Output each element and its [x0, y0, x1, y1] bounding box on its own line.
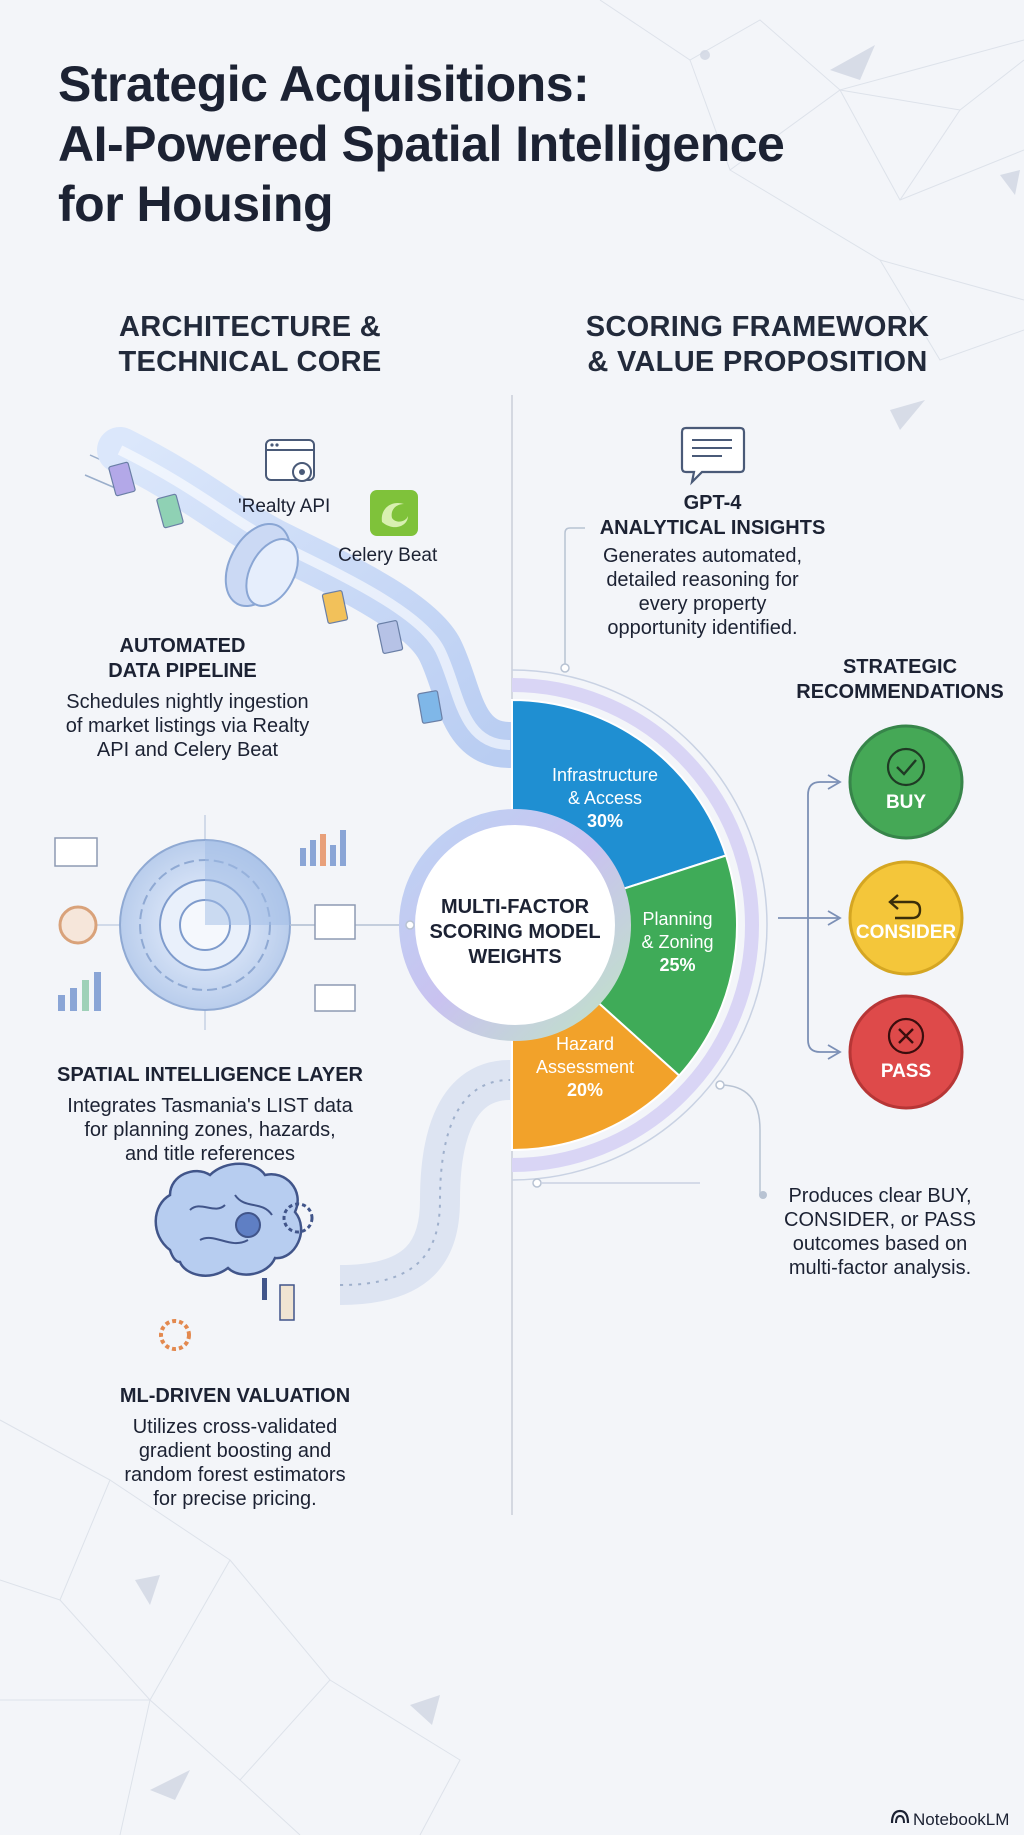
scoring-model-label: MULTI-FACTOR SCORING MODEL WEIGHTS: [429, 896, 601, 968]
scoring-outer-ring: [511, 678, 759, 1172]
celery-logo-icon: [370, 490, 418, 536]
pipeline-coupler: [224, 522, 299, 608]
gpt-heading: GPT-4 ANALYTICAL INSIGHTS: [599, 492, 826, 539]
undo-arrow-icon: [888, 894, 922, 920]
speech-bubble-document-icon: [680, 426, 746, 486]
recommendations-description: Produces clear BUY, CONSIDER, or PASS ou…: [784, 1185, 976, 1279]
segment-label-infrastructure: Infrastructure & Access 30%: [551, 765, 659, 831]
page-title: Strategic Acquisitions: AI-Powered Spati…: [58, 56, 785, 232]
pass-recommendation-circle: [848, 994, 964, 1110]
outcomes-connector-line: [719, 1084, 761, 1195]
spatial-heading: SPATIAL INTELLIGENCE LAYER: [57, 1064, 363, 1086]
background-shard-decoration: [135, 45, 1020, 1800]
notebooklm-logo-icon: [890, 1809, 910, 1824]
celery-beat-label: Celery Beat: [338, 545, 438, 566]
pass-label: PASS: [880, 1061, 932, 1082]
segment-label-hazard: Hazard Assessment 20%: [535, 1034, 635, 1100]
check-icon: [886, 747, 926, 787]
brain-ml-icon: [154, 1162, 314, 1351]
realty-api-label: 'Realty API: [238, 496, 331, 517]
consider-recommendation-circle: [848, 860, 964, 976]
consider-label: CONSIDER: [855, 922, 957, 943]
gpt-description: Generates automated, detailed reasoning …: [602, 545, 802, 639]
recommendation-connector: [778, 774, 842, 1060]
recommendations-heading: STRATEGIC RECOMMENDATIONS: [796, 656, 1004, 703]
x-icon: [887, 1017, 925, 1055]
segment-label-planning: Planning & Zoning 25%: [641, 909, 714, 975]
left-column-heading: ARCHITECTURE & TECHNICAL CORE: [118, 311, 382, 378]
pipeline-heading: AUTOMATED DATA PIPELINE: [108, 635, 257, 682]
gpt-connector-line: [564, 527, 585, 665]
buy-recommendation-circle: [848, 724, 964, 840]
ml-heading: ML-DRIVEN VALUATION: [119, 1385, 351, 1407]
ml-pipeline-tube: [339, 1060, 512, 1305]
ml-description: Utilizes cross-validated gradient boosti…: [124, 1416, 346, 1510]
document-icon: [108, 461, 443, 724]
spatial-data-widgets: [54, 837, 356, 1012]
api-window-gear-icon: [265, 439, 315, 482]
footer-brand: NotebookLM: [913, 1810, 1010, 1829]
pipeline-description: Schedules nightly ingestion of market li…: [65, 691, 310, 761]
spatial-radar-graphic: [60, 815, 405, 1030]
buy-label: BUY: [885, 792, 927, 813]
bar-chart-icon: [58, 830, 346, 1011]
spatial-description: Integrates Tasmania's LIST data for plan…: [67, 1095, 353, 1165]
right-column-heading: SCORING FRAMEWORK & VALUE PROPOSITION: [585, 311, 930, 378]
